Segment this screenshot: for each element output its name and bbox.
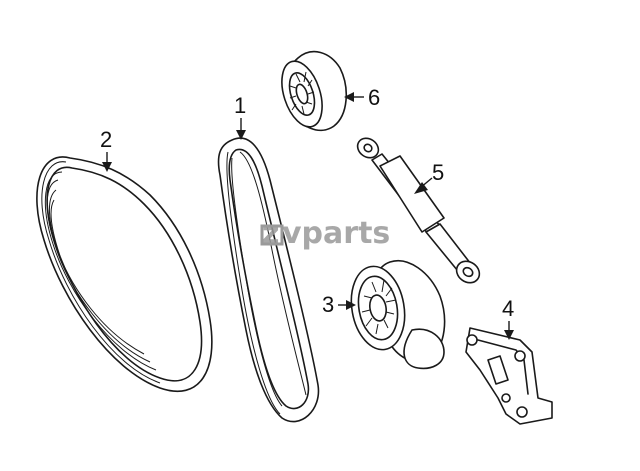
- callout-label-6: 6: [368, 85, 380, 110]
- callout-label-5: 5: [432, 160, 444, 185]
- belt-small-drawing: [36, 156, 213, 393]
- watermark-text: vparts: [282, 216, 390, 251]
- watermark-logo: z vparts: [260, 216, 390, 251]
- belt-large-drawing: [217, 137, 320, 423]
- watermark-mark: z: [262, 216, 279, 251]
- bracket-drawing: [465, 327, 553, 425]
- callout-label-2: 2: [100, 127, 112, 152]
- callout-label-3: 3: [322, 292, 334, 317]
- callout-label-1: 1: [234, 93, 246, 118]
- idler-pulley-drawing: [281, 50, 348, 132]
- tensioner-drawing: [350, 259, 446, 370]
- callout-label-4: 4: [502, 296, 514, 321]
- damper-drawing: [356, 137, 481, 284]
